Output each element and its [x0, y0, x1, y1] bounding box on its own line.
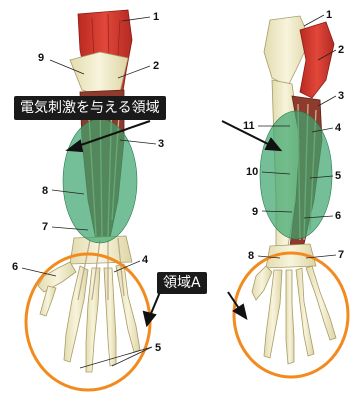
- label-left-1: 1: [153, 11, 159, 23]
- label-right-9: 9: [252, 206, 258, 218]
- right-hand-bones: [252, 266, 336, 364]
- left-elbow-bone: [70, 52, 128, 96]
- label-right-4: 4: [335, 122, 342, 134]
- label-right-6: 6: [335, 210, 341, 222]
- left-hand-bones: [38, 262, 140, 372]
- right-upper-muscle: [300, 22, 334, 98]
- label-right-11: 11: [243, 120, 255, 132]
- region-a-callout: 領域A: [157, 272, 207, 294]
- label-left-8: 8: [42, 185, 48, 197]
- label-right-3: 3: [338, 90, 344, 102]
- label-left-7: 7: [42, 221, 48, 233]
- label-right-10: 10: [246, 166, 258, 178]
- stimulation-area-callout: 電気刺激を与える領域: [14, 96, 166, 120]
- label-right-7: 7: [338, 249, 344, 261]
- label-right-8: 8: [248, 250, 254, 262]
- label-left-4: 4: [142, 254, 149, 266]
- label-right-2: 2: [338, 44, 344, 56]
- label-left-3: 3: [158, 138, 164, 150]
- label-left-9: 9: [38, 52, 44, 64]
- label-right-1: 1: [326, 9, 332, 21]
- label-left-6: 6: [12, 261, 18, 273]
- label-left-2: 2: [153, 60, 159, 72]
- label-right-5: 5: [335, 170, 341, 182]
- label-left-5: 5: [155, 342, 161, 354]
